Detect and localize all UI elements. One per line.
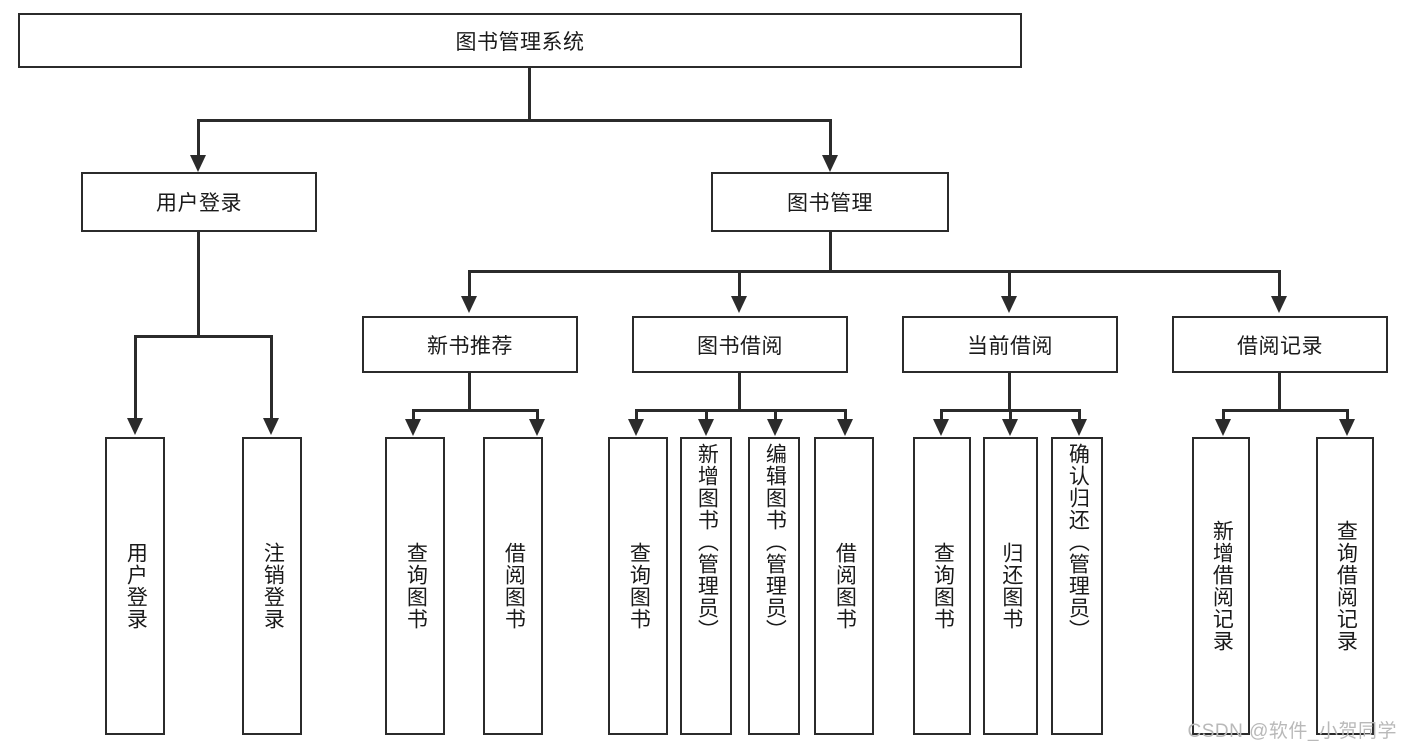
leaf-label: 用户登录 xyxy=(124,542,148,630)
edge-cb-to-leaf-2 xyxy=(1009,409,1012,422)
edge-root-to-book-management xyxy=(829,119,832,157)
node-label: 图书借阅 xyxy=(697,334,783,358)
edge-cb-to-leaf-3 xyxy=(1078,409,1081,422)
leaf-label: 编辑图书（管理员） xyxy=(763,443,787,641)
node-root-book-management-system[interactable]: 图书管理系统 xyxy=(18,13,1022,68)
edge-book-borrow-stem xyxy=(738,373,741,411)
arrow-bm-to-borrow-record xyxy=(1271,296,1287,313)
edge-bm-to-borrow-record xyxy=(1278,270,1281,298)
leaf-book-borrow-edit-book-admin[interactable]: 编辑图书（管理员） xyxy=(748,437,800,735)
edge-book-management-bar xyxy=(468,270,1278,273)
leaf-book-borrow-add-book-admin[interactable]: 新增图书（管理员） xyxy=(680,437,732,735)
leaf-label: 查询图书 xyxy=(404,542,428,630)
node-label: 用户登录 xyxy=(156,192,242,215)
leaf-label: 新增借阅记录 xyxy=(1210,520,1234,652)
edge-bb-to-leaf-3 xyxy=(774,409,777,422)
leaf-label: 归还图书 xyxy=(999,542,1023,630)
node-user-login[interactable]: 用户登录 xyxy=(81,172,317,232)
leaf-new-book-borrow-books[interactable]: 借阅图书 xyxy=(483,437,543,735)
edge-bm-to-book-borrow xyxy=(738,270,741,298)
arrow-cb-to-leaf-1 xyxy=(933,419,949,436)
leaf-label: 查询借阅记录 xyxy=(1334,520,1358,652)
leaf-book-borrow-borrow-books[interactable]: 借阅图书 xyxy=(814,437,874,735)
arrow-bb-to-leaf-4 xyxy=(837,419,853,436)
leaf-label: 新增图书（管理员） xyxy=(695,443,719,641)
node-label: 借阅记录 xyxy=(1237,334,1323,358)
leaf-current-borrow-confirm-return-admin[interactable]: 确认归还（管理员） xyxy=(1051,437,1103,735)
edge-nb-to-leaf-2 xyxy=(536,409,539,422)
leaf-label: 确认归还（管理员） xyxy=(1066,443,1090,641)
edge-bb-to-leaf-2 xyxy=(705,409,708,422)
edge-nb-to-leaf-1 xyxy=(412,409,415,422)
leaf-label: 借阅图书 xyxy=(502,542,526,630)
edge-new-book-stem xyxy=(468,373,471,411)
arrow-nb-to-leaf-2 xyxy=(529,419,545,436)
leaf-borrow-record-add-record[interactable]: 新增借阅记录 xyxy=(1192,437,1250,735)
arrow-bm-to-book-borrow xyxy=(731,296,747,313)
edge-br-to-leaf-2 xyxy=(1346,409,1349,422)
node-borrow-record[interactable]: 借阅记录 xyxy=(1172,316,1388,373)
edge-new-book-bar xyxy=(412,409,538,412)
arrow-bb-to-leaf-2 xyxy=(698,419,714,436)
edge-bb-to-leaf-4 xyxy=(844,409,847,422)
leaf-new-book-query-books[interactable]: 查询图书 xyxy=(385,437,445,735)
arrow-bb-to-leaf-1 xyxy=(628,419,644,436)
node-label: 当前借阅 xyxy=(967,334,1053,358)
edge-root-stem xyxy=(528,68,531,120)
leaf-book-borrow-query-books[interactable]: 查询图书 xyxy=(608,437,668,735)
arrow-root-to-user-login xyxy=(190,155,206,172)
node-label: 图书管理 xyxy=(787,192,873,215)
leaf-label: 查询图书 xyxy=(931,542,955,630)
arrow-cb-to-leaf-3 xyxy=(1071,419,1087,436)
arrow-br-to-leaf-1 xyxy=(1215,419,1231,436)
node-label: 图书管理系统 xyxy=(455,30,585,54)
leaf-label: 查询图书 xyxy=(627,542,651,630)
arrow-user-login-to-leaf-2 xyxy=(263,418,279,435)
edge-br-to-leaf-1 xyxy=(1222,409,1225,422)
node-book-borrow[interactable]: 图书借阅 xyxy=(632,316,848,373)
edge-current-borrow-stem xyxy=(1008,373,1011,411)
leaf-user-login-logout[interactable]: 注销登录 xyxy=(242,437,302,735)
edge-user-login-bar xyxy=(134,335,272,338)
arrow-bm-to-current-borrow xyxy=(1001,296,1017,313)
leaf-borrow-record-query-record[interactable]: 查询借阅记录 xyxy=(1316,437,1374,735)
arrow-root-to-book-management xyxy=(822,155,838,172)
leaf-current-borrow-query-books[interactable]: 查询图书 xyxy=(913,437,971,735)
edge-cb-to-leaf-1 xyxy=(940,409,943,422)
leaf-label: 注销登录 xyxy=(261,542,285,630)
arrow-user-login-to-leaf-1 xyxy=(127,418,143,435)
arrow-bm-to-new-book xyxy=(461,296,477,313)
leaf-current-borrow-return-books[interactable]: 归还图书 xyxy=(983,437,1038,735)
arrow-br-to-leaf-2 xyxy=(1339,419,1355,436)
arrow-cb-to-leaf-2 xyxy=(1002,419,1018,436)
leaf-user-login-login[interactable]: 用户登录 xyxy=(105,437,165,735)
arrow-nb-to-leaf-1 xyxy=(405,419,421,436)
node-book-management[interactable]: 图书管理 xyxy=(711,172,949,232)
watermark-text: CSDN @软件_小贺同学 xyxy=(1187,721,1397,742)
edge-borrow-record-stem xyxy=(1278,373,1281,411)
leaf-label: 借阅图书 xyxy=(833,542,857,630)
edge-user-login-to-leaf-1 xyxy=(134,335,137,420)
node-label: 新书推荐 xyxy=(427,334,513,358)
edge-bb-to-leaf-1 xyxy=(635,409,638,422)
edge-book-borrow-bar xyxy=(635,409,847,412)
node-new-book-recommend[interactable]: 新书推荐 xyxy=(362,316,578,373)
edge-root-to-user-login xyxy=(197,119,200,157)
arrow-bb-to-leaf-3 xyxy=(767,419,783,436)
edge-book-management-stem xyxy=(829,232,832,272)
node-current-borrow[interactable]: 当前借阅 xyxy=(902,316,1118,373)
edge-bm-to-current-borrow xyxy=(1008,270,1011,298)
edge-borrow-record-bar xyxy=(1222,409,1348,412)
edge-root-bar xyxy=(197,119,832,122)
edge-user-login-to-leaf-2 xyxy=(270,335,273,420)
edge-bm-to-new-book xyxy=(468,270,471,298)
edge-user-login-stem xyxy=(197,232,200,336)
